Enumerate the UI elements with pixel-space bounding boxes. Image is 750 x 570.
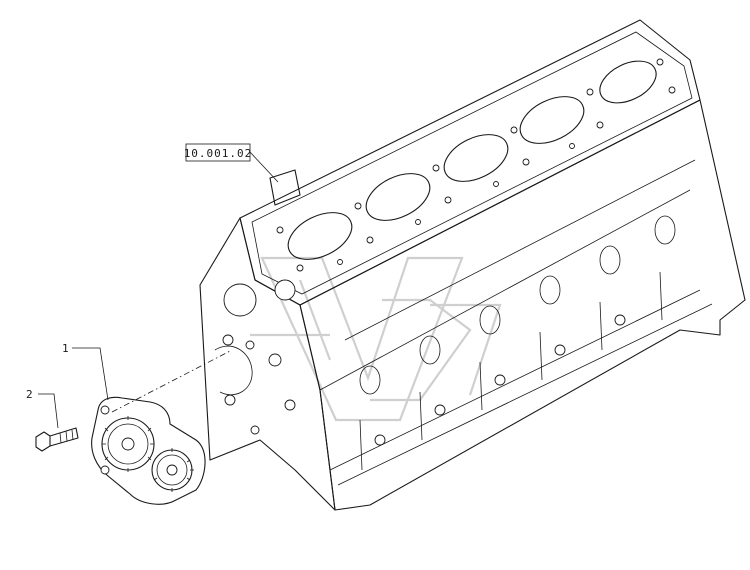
callout-1-number: 1 <box>62 342 69 355</box>
reference-leader-line <box>249 151 279 183</box>
callout-1[interactable]: 1 <box>62 342 109 401</box>
assembly-centerline <box>111 349 233 413</box>
oil-pump-drawing <box>91 396 206 505</box>
reference-box-label: 10.001.02 <box>184 147 253 160</box>
bolt-drawing <box>35 427 79 452</box>
callout-2-number: 2 <box>26 388 33 401</box>
callout-1-leader <box>72 347 109 401</box>
callout-2-leader <box>38 393 59 429</box>
engine-block-drawing <box>199 19 746 511</box>
reference-box[interactable]: 10.001.02 <box>184 143 253 162</box>
callout-2[interactable]: 2 <box>26 388 59 429</box>
